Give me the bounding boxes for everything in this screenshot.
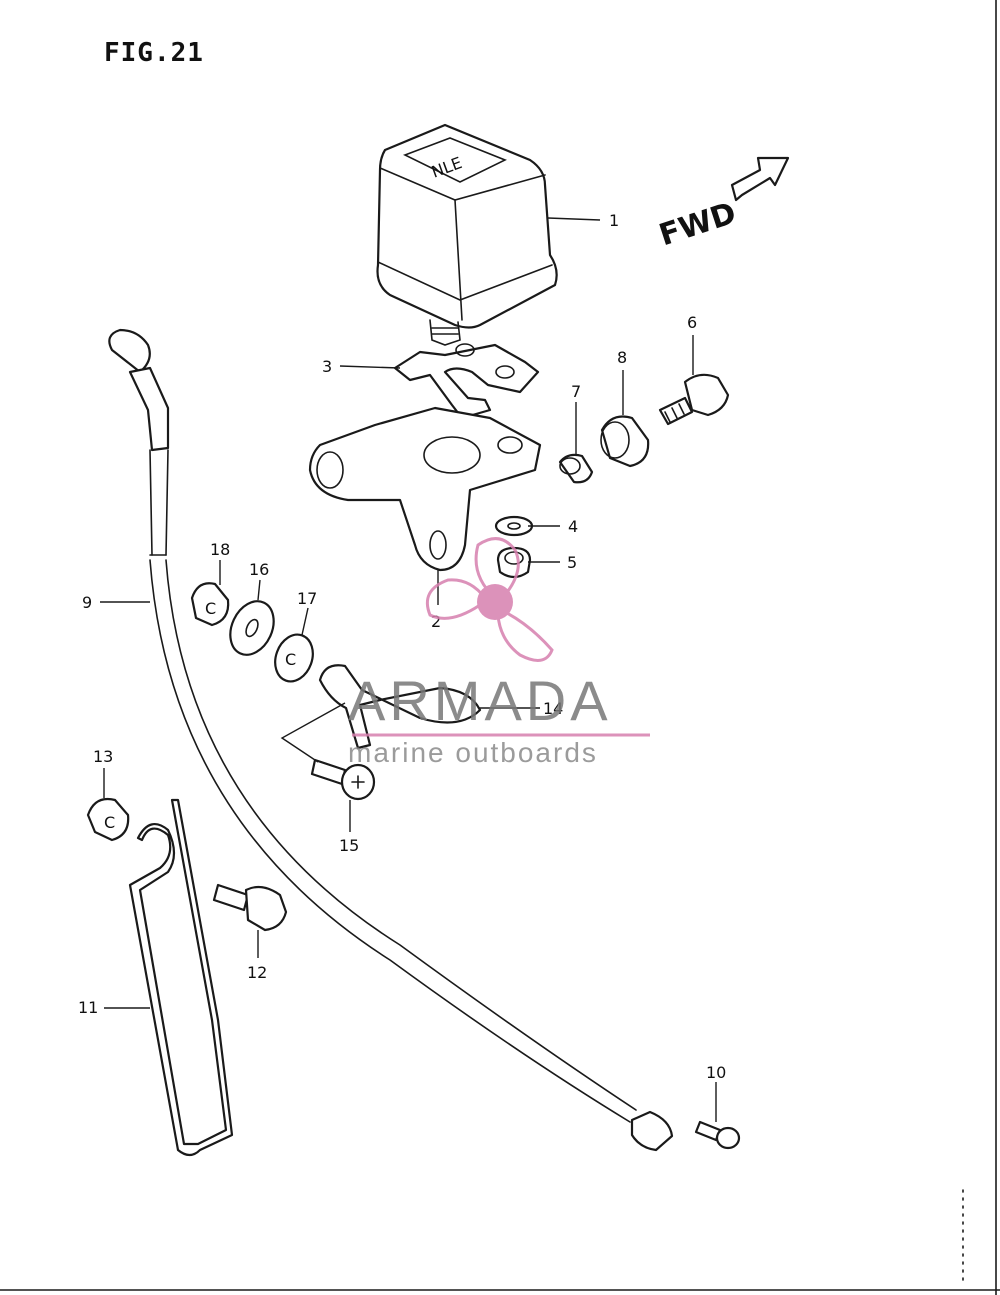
callout-1: 1 (609, 211, 619, 230)
part-18-nut: C (190, 582, 230, 627)
callout-13: 13 (93, 747, 113, 766)
part-7-collar (558, 453, 594, 484)
callout-12: 12 (247, 963, 267, 982)
callout-7: 7 (571, 382, 581, 401)
callout-3: 3 (322, 357, 332, 376)
callout-15: 15 (339, 836, 359, 855)
callout-8: 8 (617, 348, 627, 367)
part-13-mark: C (104, 813, 115, 832)
callout-6: 6 (687, 313, 697, 332)
part-10-screw (694, 1120, 741, 1150)
part-5-nut (496, 546, 532, 579)
fwd-arrow-icon (730, 156, 790, 202)
watermark: ARMADA marine outboards (348, 537, 650, 768)
part-8-grommet (600, 415, 650, 468)
part-15-screw (310, 758, 376, 801)
callout-11: 11 (78, 998, 98, 1017)
callout-16: 16 (249, 560, 269, 579)
part-12-bolt (212, 883, 288, 932)
part-17-grommet: C (274, 633, 314, 683)
watermark-brand: ARMADA (348, 669, 612, 732)
part-11-clip (128, 798, 234, 1157)
fwd-label: FWD (655, 196, 740, 254)
part-18-mark: C (205, 599, 216, 618)
callout-18: 18 (210, 540, 230, 559)
part-13-nut: C (86, 797, 130, 842)
part-16-washer (229, 600, 275, 656)
callout-2: 2 (431, 612, 441, 631)
callout-10: 10 (706, 1063, 726, 1082)
part-1-relay-box: NLE (376, 123, 558, 346)
callout-14: 14 (543, 699, 563, 718)
callout-4: 4 (568, 517, 578, 536)
part-14-clamp (318, 664, 482, 750)
propeller-logo-icon (425, 537, 554, 662)
figure-title: FIG.21 (104, 38, 204, 68)
watermark-tagline: marine outboards (348, 737, 598, 768)
part-4-washer (494, 515, 534, 537)
part-2-lower-bracket (308, 406, 542, 572)
part-17-mark: C (285, 650, 296, 669)
callout-5: 5 (567, 553, 577, 572)
part-9-cable (108, 328, 674, 1152)
part-6-bolt (658, 373, 730, 426)
callout-9: 9 (82, 593, 92, 612)
part-3-upper-bracket (393, 343, 540, 420)
callout-17: 17 (297, 589, 317, 608)
